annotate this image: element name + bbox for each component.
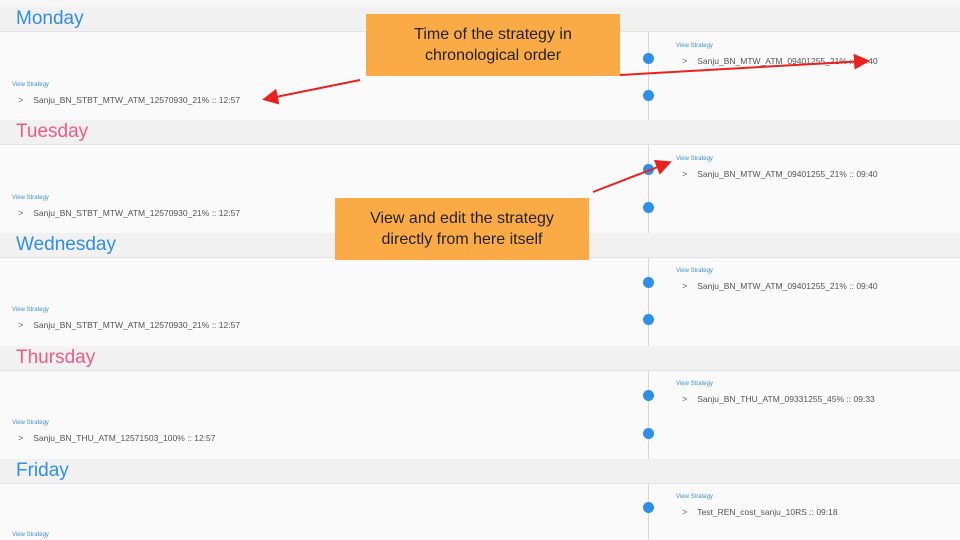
timeline-dot xyxy=(643,202,654,213)
view-strategy-link[interactable]: View Strategy xyxy=(12,307,49,313)
day-header-friday: Friday xyxy=(0,459,960,484)
strategy-entry: View Strategy > Sanju_BN_THU_ATM_12571503… xyxy=(12,419,216,444)
strategy-entry: View Strategy > Sanju_BN_THU_ATM_09331255… xyxy=(676,380,875,405)
timeline-dot xyxy=(643,390,654,401)
strategy-label: Sanju_BN_MTW_ATM_09401255_21% :: 09:40 xyxy=(697,56,878,66)
view-strategy-link[interactable]: View Strategy xyxy=(12,532,49,538)
strategy-row[interactable]: > Sanju_BN_MTW_ATM_09401255_21% :: 09:40 xyxy=(676,281,878,292)
day-header-thursday: Thursday xyxy=(0,346,960,371)
strategy-label: Sanju_BN_STBT_MTW_ATM_12570930_21% :: 12… xyxy=(33,320,241,330)
day-title: Friday xyxy=(16,460,69,481)
timeline-line xyxy=(648,258,649,346)
strategy-entry: View Strategy > Test_REN_cost_sanju_10RS … xyxy=(676,493,838,518)
strategy-label: Test_REN_cost_sanju_10RS :: 09:18 xyxy=(697,507,838,517)
view-strategy-link[interactable]: View Strategy xyxy=(12,195,49,201)
strategy-row[interactable]: > Sanju_BN_MTW_ATM_09401255_21% :: 09:40 xyxy=(676,56,878,67)
strategy-entry: View Strategy > Sanju_BN_STBT_MTW_ATM_125… xyxy=(12,194,240,219)
strategy-entry: View Strategy > Sanju_BN_STBT_MTW_ATM_125… xyxy=(12,306,240,331)
arrow-to-view-strategy xyxy=(592,159,672,193)
chevron-right-icon[interactable]: > xyxy=(682,394,688,404)
timeline-line xyxy=(648,371,649,459)
strategy-entry: View Strategy > Sanju_BN_MTW_ATM_09401255… xyxy=(676,267,878,292)
view-strategy-link[interactable]: View Strategy xyxy=(676,43,713,49)
timeline-dot xyxy=(643,53,654,64)
strategy-row[interactable]: > Sanju_BN_STBT_MTW_ATM_12570930_21% :: 1… xyxy=(12,95,240,106)
strategy-entry: View Strategy xyxy=(12,531,49,539)
view-strategy-link[interactable]: View Strategy xyxy=(676,381,713,387)
callout-time-order: Time of the strategy in chronological or… xyxy=(366,14,620,76)
view-strategy-link[interactable]: View Strategy xyxy=(676,494,713,500)
chevron-right-icon[interactable]: > xyxy=(682,169,688,179)
timeline-dot xyxy=(643,502,654,513)
callout-text: View and edit the strategy directly from… xyxy=(370,210,554,248)
day-title: Monday xyxy=(16,8,84,29)
day-title: Wednesday xyxy=(16,234,116,255)
chevron-right-icon[interactable]: > xyxy=(18,433,24,443)
strategy-label: Sanju_BN_MTW_ATM_09401255_21% :: 09:40 xyxy=(697,281,878,291)
timeline-dot xyxy=(643,90,654,101)
day-title: Thursday xyxy=(16,347,96,368)
view-strategy-link[interactable]: View Strategy xyxy=(676,268,713,274)
chevron-right-icon[interactable]: > xyxy=(18,208,24,218)
strategy-row[interactable]: > Test_REN_cost_sanju_10RS :: 09:18 xyxy=(676,507,838,518)
chevron-right-icon[interactable]: > xyxy=(18,95,24,105)
chevron-right-icon[interactable]: > xyxy=(682,281,688,291)
arrow-to-right-time xyxy=(619,53,870,76)
strategy-row[interactable]: > Sanju_BN_STBT_MTW_ATM_12570930_21% :: 1… xyxy=(12,320,240,331)
strategy-row[interactable]: > Sanju_BN_MTW_ATM_09401255_21% :: 09:40 xyxy=(676,169,878,180)
strategy-label: Sanju_BN_THU_ATM_12571503_100% :: 12:57 xyxy=(33,433,216,443)
chevron-right-icon[interactable]: > xyxy=(18,320,24,330)
callout-text: Time of the strategy in chronological or… xyxy=(414,26,572,64)
strategy-row[interactable]: > Sanju_BN_THU_ATM_09331255_45% :: 09:33 xyxy=(676,394,875,405)
day-section-friday: View Strategy > Test_REN_cost_sanju_10RS … xyxy=(0,484,960,540)
timeline-line xyxy=(648,145,649,233)
timeline-dot xyxy=(643,314,654,325)
timeline-line xyxy=(648,32,649,120)
strategy-entry: View Strategy > Sanju_BN_MTW_ATM_09401255… xyxy=(676,155,878,180)
chevron-right-icon[interactable]: > xyxy=(682,507,688,517)
day-header-tuesday: Tuesday xyxy=(0,120,960,145)
view-strategy-link[interactable]: View Strategy xyxy=(12,82,49,88)
day-title: Tuesday xyxy=(16,121,89,142)
day-section-wednesday: View Strategy > Sanju_BN_MTW_ATM_09401255… xyxy=(0,258,960,346)
chevron-right-icon[interactable]: > xyxy=(682,56,688,66)
strategy-label: Sanju_BN_STBT_MTW_ATM_12570930_21% :: 12… xyxy=(33,95,241,105)
view-strategy-link[interactable]: View Strategy xyxy=(676,156,713,162)
strategy-label: Sanju_BN_THU_ATM_09331255_45% :: 09:33 xyxy=(697,394,875,404)
arrow-to-left-time xyxy=(262,79,361,105)
strategy-row[interactable]: > Sanju_BN_THU_ATM_12571503_100% :: 12:57 xyxy=(12,433,216,444)
strategy-label: Sanju_BN_STBT_MTW_ATM_12570930_21% :: 12… xyxy=(33,208,241,218)
callout-view-edit: View and edit the strategy directly from… xyxy=(335,198,589,260)
view-strategy-link[interactable]: View Strategy xyxy=(12,420,49,426)
timeline-dot xyxy=(643,428,654,439)
strategy-label: Sanju_BN_MTW_ATM_09401255_21% :: 09:40 xyxy=(697,169,878,179)
strategy-row[interactable]: > Sanju_BN_STBT_MTW_ATM_12570930_21% :: 1… xyxy=(12,208,240,219)
strategy-entry: View Strategy > Sanju_BN_MTW_ATM_09401255… xyxy=(676,42,878,67)
day-section-thursday: View Strategy > Sanju_BN_THU_ATM_09331255… xyxy=(0,371,960,459)
strategy-entry: View Strategy > Sanju_BN_STBT_MTW_ATM_125… xyxy=(12,81,240,106)
timeline-dot xyxy=(643,277,654,288)
